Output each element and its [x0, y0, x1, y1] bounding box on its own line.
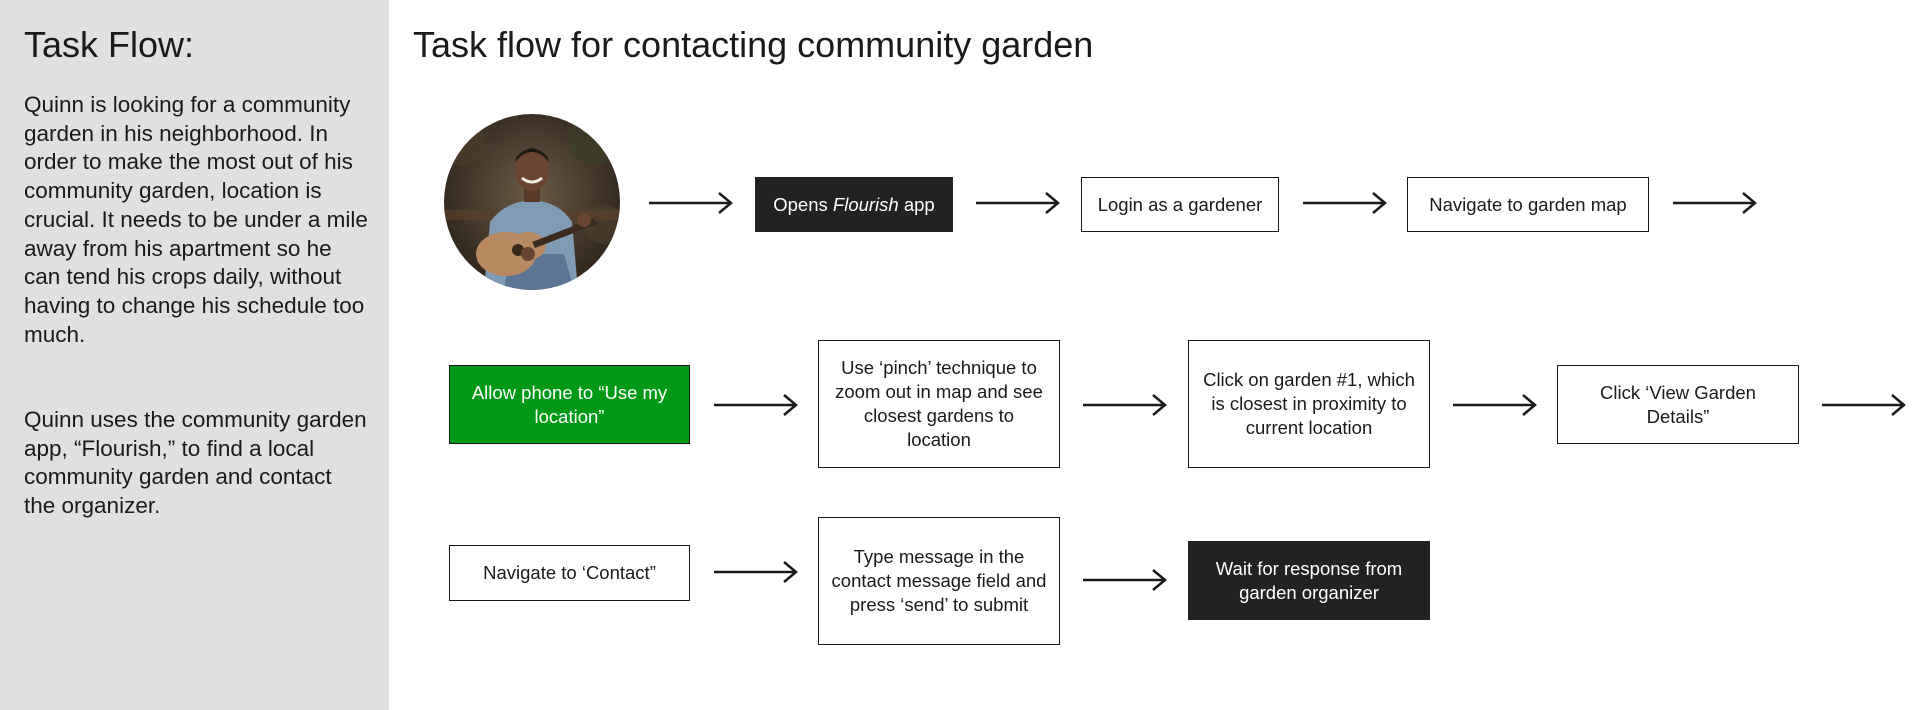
step-allow-location: Allow phone to “Use my location”: [449, 365, 690, 444]
step-open-app: Opens Flourish app: [755, 177, 953, 232]
arrow-right-icon: [1453, 393, 1537, 417]
arrow-right-icon: [649, 191, 733, 215]
arrow-right-icon: [714, 393, 798, 417]
sidebar-title: Task Flow:: [24, 24, 195, 65]
step-view-details: Click ‘View Garden Details”: [1557, 365, 1799, 444]
arrow-right-icon: [976, 191, 1060, 215]
arrow-right-icon: [1083, 568, 1167, 592]
persona-description: Quinn is looking for a community garden …: [24, 92, 368, 347]
step-click-garden: Click on garden #1, which is closest in …: [1188, 340, 1430, 468]
sidebar: Task Flow: Quinn is looking for a commun…: [0, 0, 389, 710]
arrow-right-icon: [1083, 393, 1167, 417]
arrow-right-icon: [1303, 191, 1387, 215]
step-open-app-label: Opens Flourish app: [773, 193, 935, 215]
step-pinch-zoom: Use ‘pinch’ technique to zoom out in map…: [818, 340, 1060, 468]
step-type-message: Type message in the contact message fiel…: [818, 517, 1060, 645]
user-photo-avatar: [444, 114, 620, 290]
step-navigate-map: Navigate to garden map: [1407, 177, 1649, 232]
step-wait-response: Wait for response from garden organizer: [1188, 541, 1430, 620]
arrow-right-icon: [1822, 393, 1906, 417]
arrow-right-icon: [1673, 191, 1757, 215]
step-login: Login as a gardener: [1081, 177, 1279, 232]
step-navigate-contact: Navigate to ‘Contact”: [449, 545, 690, 601]
arrow-right-icon: [714, 560, 798, 584]
page-title: Task flow for contacting community garde…: [413, 24, 1094, 65]
persona-scenario: Quinn uses the community garden app, “Fl…: [24, 407, 367, 519]
